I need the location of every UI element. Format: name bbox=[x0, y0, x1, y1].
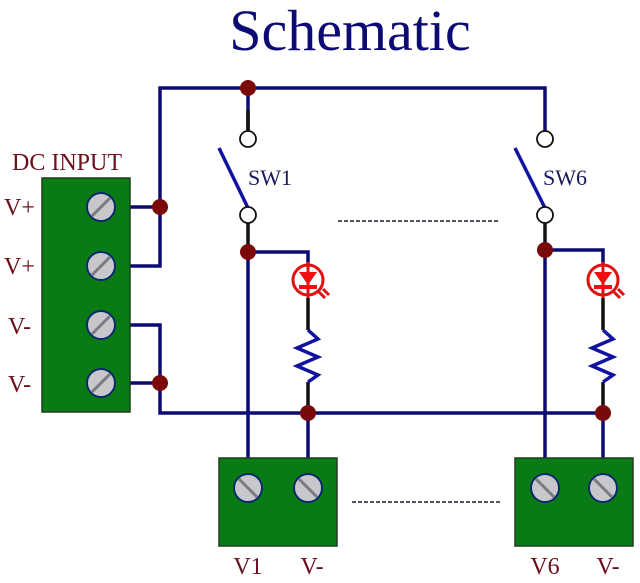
junction-dot bbox=[300, 405, 316, 421]
junction-dot bbox=[152, 375, 168, 391]
output-block-6: V6 V- bbox=[514, 457, 634, 580]
screw-terminal-icon bbox=[530, 473, 560, 503]
output-block-1: V1 V- bbox=[218, 457, 338, 580]
led-icon bbox=[291, 262, 331, 300]
vplus2-wire bbox=[128, 205, 162, 268]
input-pin-label-2: V+ bbox=[4, 254, 35, 280]
ground-rail-wire bbox=[158, 381, 605, 415]
output-pin-label-v1: V1 bbox=[233, 554, 262, 580]
dc-input-block: DC INPUT V+ V+ V- V- bbox=[4, 150, 131, 413]
junction-dot bbox=[240, 80, 256, 96]
switch-label-sw6: SW6 bbox=[543, 165, 587, 190]
output-terminal-block bbox=[218, 457, 338, 547]
junction-dot bbox=[152, 199, 168, 215]
junction-dot bbox=[537, 242, 553, 258]
switch-lever-icon bbox=[513, 147, 547, 209]
screw-terminal-icon bbox=[588, 473, 618, 503]
screw-terminal-icon bbox=[293, 473, 323, 503]
switch-contact-icon bbox=[536, 206, 554, 224]
ch1-led-wire bbox=[246, 250, 310, 264]
wires bbox=[128, 86, 605, 460]
output-pin-label-vminus: V- bbox=[300, 554, 323, 580]
resistor-icon bbox=[292, 328, 323, 384]
screw-terminal-icon bbox=[86, 368, 116, 398]
switch-contact-icon bbox=[239, 206, 257, 224]
input-pin-label-3: V- bbox=[8, 314, 31, 340]
screw-terminal-icon bbox=[86, 251, 116, 281]
led-icon bbox=[586, 262, 626, 300]
switch-sw1: SW1 bbox=[217, 130, 292, 224]
output-pin-label-vminus: V- bbox=[596, 554, 619, 580]
switch-contact-icon bbox=[536, 130, 554, 148]
vminus1-wire bbox=[128, 323, 162, 385]
schematic-title: Schematic bbox=[229, 0, 471, 63]
switch-contact-icon bbox=[239, 130, 257, 148]
resistor-icon bbox=[587, 328, 618, 384]
switch-lever-icon bbox=[217, 147, 250, 209]
ch6-led-wire bbox=[543, 248, 605, 264]
switch-label-sw1: SW1 bbox=[248, 165, 292, 190]
junctions bbox=[152, 80, 611, 421]
screw-terminal-icon bbox=[233, 473, 263, 503]
output-pin-label-v6: V6 bbox=[530, 554, 559, 580]
input-pin-label-1: V+ bbox=[4, 195, 35, 221]
output-terminal-block bbox=[514, 457, 634, 547]
switch-sw6: SW6 bbox=[513, 130, 587, 224]
junction-dot bbox=[595, 405, 611, 421]
dc-input-label: DC INPUT bbox=[12, 150, 122, 176]
screw-terminal-icon bbox=[86, 310, 116, 340]
junction-dot bbox=[240, 244, 256, 260]
top-rail-wire bbox=[158, 86, 547, 209]
input-pin-label-4: V- bbox=[8, 372, 31, 398]
input-terminal-block bbox=[41, 177, 131, 413]
screw-terminal-icon bbox=[86, 192, 116, 222]
